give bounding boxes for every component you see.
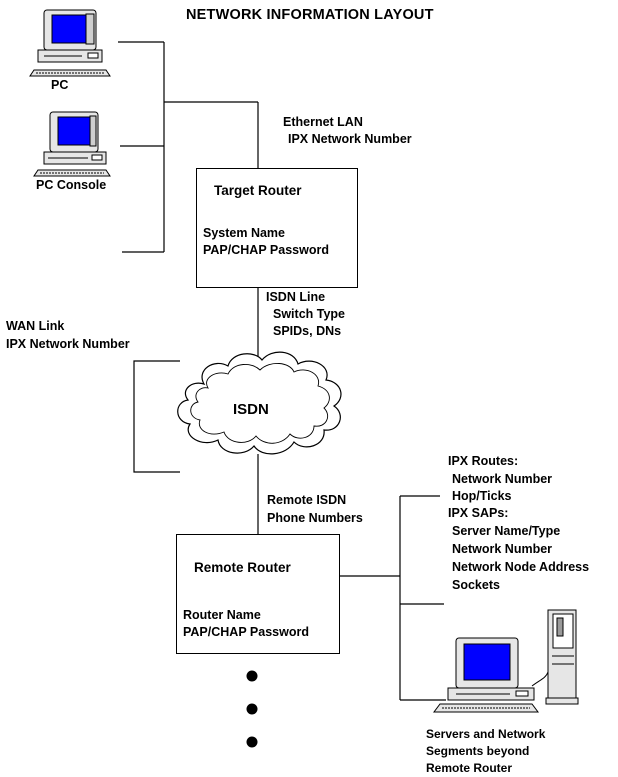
servers-caption-line1: Servers and Network [426,727,546,741]
remote-isdn-label: Remote ISDN [267,493,347,507]
pc-console-label: PC Console [36,178,107,192]
ipx-saps-label: IPX SAPs: [448,506,509,520]
spids-dns-label: SPIDs, DNs [273,324,342,338]
remote-router-name: Router Name [183,608,261,622]
continuation-dot-icon [246,736,258,748]
target-router-box: Target Router System Name PAP/CHAP Passw… [196,168,358,288]
pc-label: PC [51,78,69,92]
isdn-cloud-icon [177,351,342,455]
remote-router-title: Remote Router [194,560,291,575]
isdn-cloud-label: ISDN [233,401,269,418]
servers-caption-line2: Segments beyond [426,744,530,758]
remote-router-password: PAP/CHAP Password [183,625,309,639]
ipx-sap-sockets: Sockets [452,578,500,592]
wan-link-bracket [133,360,180,473]
servers-caption-line3: Remote Router [426,761,513,775]
page-title: NETWORK INFORMATION LAYOUT [186,7,434,23]
ethernet-lan-label: Ethernet LAN [283,115,363,129]
continuation-dot-icon [246,670,258,682]
pc-icon [29,9,111,77]
wan-link-label: WAN Link [6,319,65,333]
remote-router-box: Remote Router Router Name PAP/CHAP Passw… [176,534,340,654]
switch-type-label: Switch Type [273,307,346,321]
target-router-title: Target Router [214,183,302,198]
continuation-dot-icon [246,703,258,715]
target-router-password: PAP/CHAP Password [203,243,329,257]
ethernet-ipx-label: IPX Network Number [288,132,412,146]
ipx-sap-node-address: Network Node Address [452,560,590,574]
ipx-sap-network-number: Network Number [452,542,553,556]
server-workstation-icon [433,609,579,713]
ipx-sap-server-name-type: Server Name/Type [452,524,561,538]
phone-numbers-label: Phone Numbers [267,511,363,525]
ipx-routes-label: IPX Routes: [448,454,519,468]
isdn-line-label: ISDN Line [266,290,326,304]
ipx-route-hop-ticks: Hop/Ticks [452,489,512,503]
wan-ipx-label: IPX Network Number [6,337,130,351]
ipx-route-network-number: Network Number [452,472,553,486]
target-router-system-name: System Name [203,226,285,240]
pc-console-icon [33,111,111,177]
